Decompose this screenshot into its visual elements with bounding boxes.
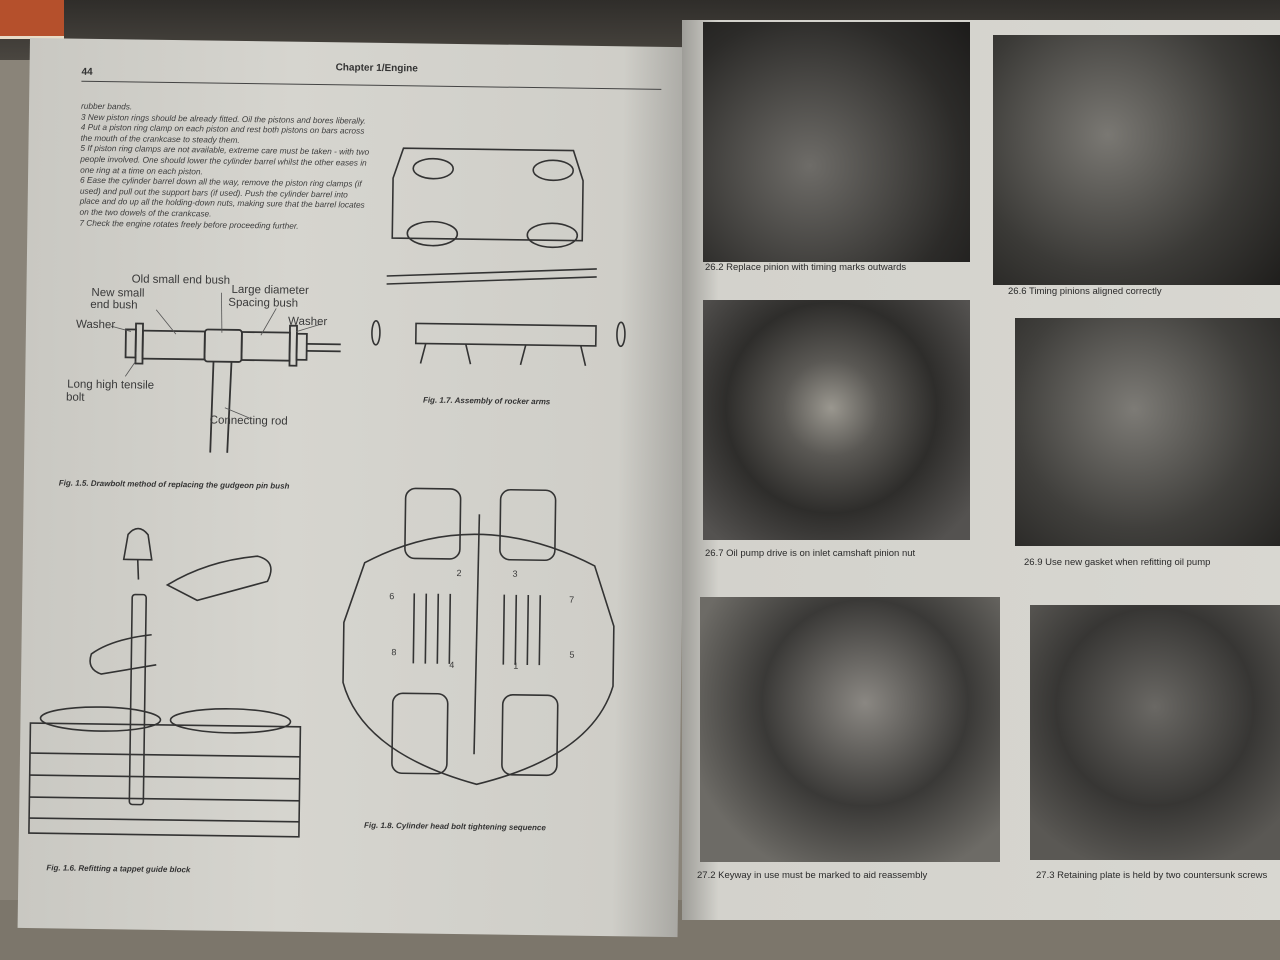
photo-caption: 26.2 Replace pinion with timing marks ou… (705, 262, 907, 273)
paragraph: 5 If piston ring clamps are not availabl… (80, 143, 370, 176)
left-page: 44 Chapter 1/Engine rubber bands. 3 New … (17, 38, 690, 938)
figure-tappet-guide (19, 513, 324, 857)
cylinder-head-diagram (342, 487, 615, 786)
rocker-arms-diagram (371, 147, 626, 366)
label-washer-right: Washer (287, 315, 328, 329)
bolt-number-3: 3 (512, 568, 518, 579)
tappet-guide-diagram (28, 527, 302, 838)
figure-cylinder-head: 2 3 6 7 8 5 4 1 (331, 482, 626, 816)
photo-27-2 (700, 597, 1000, 862)
photo-26-9 (1015, 318, 1280, 546)
label-bolt: bolt (65, 391, 85, 404)
label-old-bush: Old small end bush (131, 273, 231, 287)
caption-fig-1-7: Fig. 1.7. Assembly of rocker arms (422, 395, 551, 407)
drawbolt-diagram (110, 292, 341, 453)
header-rule (81, 80, 662, 90)
label-connecting-rod: Connecting rod (209, 414, 288, 428)
caption-fig-1-8: Fig. 1.8. Cylinder head bolt tightening … (363, 820, 546, 833)
running-head: Chapter 1/Engine (335, 62, 418, 75)
bolt-number-1: 1 (513, 660, 519, 671)
figure-drawbolt: Old small end bush New small end bush La… (54, 270, 357, 474)
book-corner (0, 0, 64, 39)
page-number: 44 (81, 66, 93, 78)
label-new-bush: New small (91, 286, 145, 300)
bolt-number-4: 4 (449, 659, 455, 670)
photo-caption: 26.9 Use new gasket when refitting oil p… (1024, 557, 1211, 568)
photo-caption: 27.3 Retaining plate is held by two coun… (1036, 870, 1268, 881)
label-new-bush: end bush (90, 298, 138, 312)
paragraph: 6 Ease the cylinder barrel down all the … (79, 174, 365, 219)
label-spacing-bush: Spacing bush (228, 296, 299, 310)
bolt-number-2: 2 (456, 568, 462, 579)
label-bolt: Long high tensile (67, 378, 155, 392)
bolt-number-8: 8 (391, 647, 397, 658)
bolt-number-7: 7 (569, 594, 575, 605)
photo-caption: 26.7 Oil pump drive is on inlet camshaft… (705, 548, 916, 559)
photo-caption: 27.2 Keyway in use must be marked to aid… (697, 870, 928, 881)
label-large-diameter: Large diameter (231, 283, 309, 297)
caption-fig-1-6: Fig. 1.6. Refitting a tappet guide block (46, 863, 191, 875)
bolt-number-6: 6 (389, 591, 395, 602)
body-text: rubber bands. 3 New piston rings should … (79, 101, 371, 232)
label-washer-left: Washer (75, 318, 116, 332)
photo-26-7 (703, 300, 970, 540)
figure-rocker-arms (355, 138, 648, 392)
photo-27-3 (1030, 605, 1280, 860)
bolt-number-5: 5 (569, 649, 575, 660)
photo-caption: 26.6 Timing pinions aligned correctly (1008, 286, 1162, 297)
caption-fig-1-5: Fig. 1.5. Drawbolt method of replacing t… (58, 478, 290, 491)
photo-26-6 (993, 35, 1280, 285)
photo-26-2 (703, 22, 970, 262)
